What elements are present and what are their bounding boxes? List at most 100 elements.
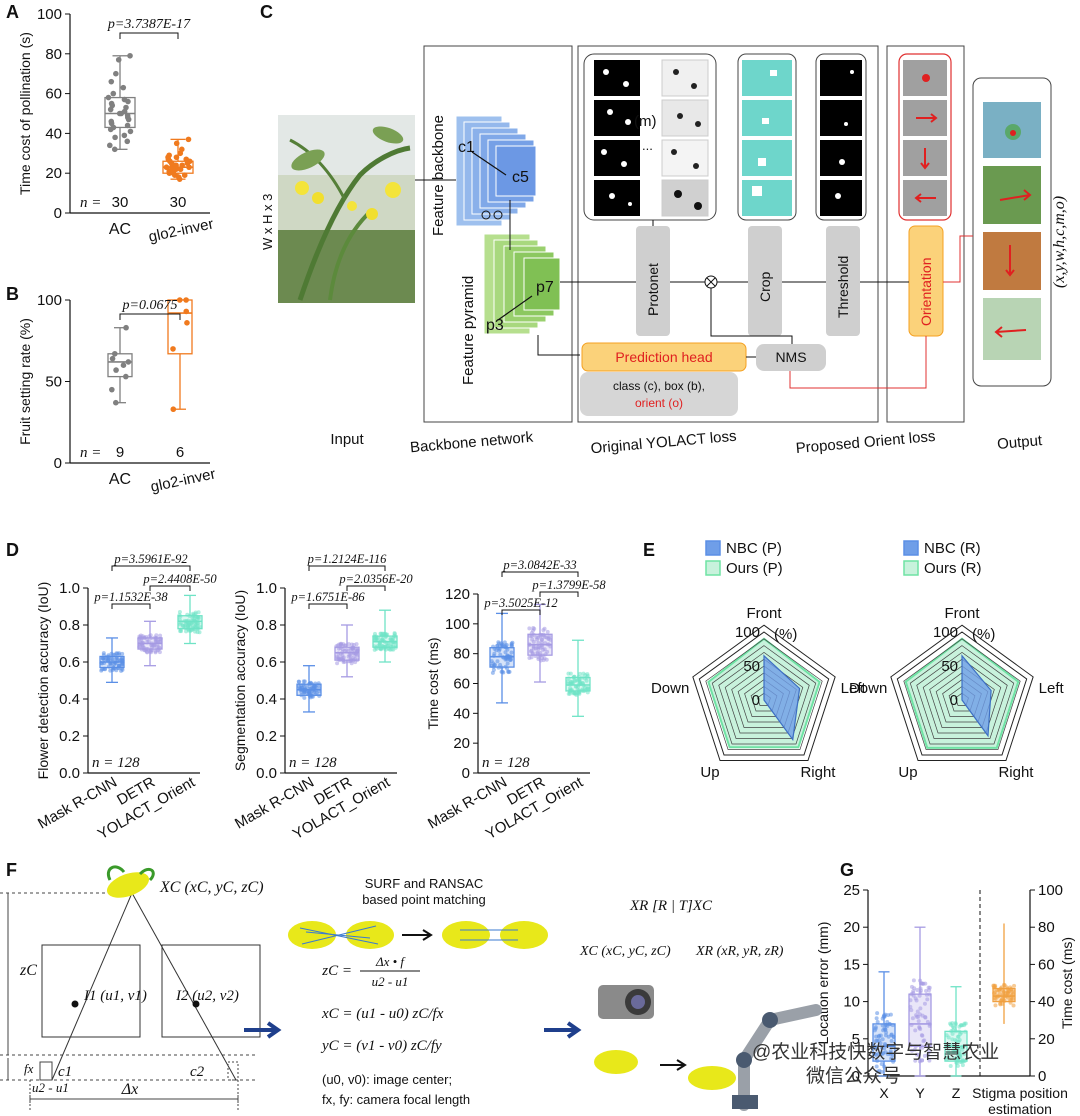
- x-category-label: AC: [109, 471, 131, 488]
- data-point: [123, 104, 129, 111]
- focal-length-note: fx, fy: camera focal length: [322, 1092, 470, 1107]
- p-value-label: p=3.5025E-12: [483, 596, 557, 610]
- data-point: [960, 1047, 965, 1052]
- protonet-block: [636, 226, 670, 336]
- data-point: [997, 991, 1002, 996]
- data-point: [109, 386, 115, 393]
- y-tick-label: 100: [445, 616, 470, 633]
- y-tick-label: 0.2: [256, 728, 277, 745]
- data-point: [179, 146, 185, 153]
- data-point: [876, 1034, 881, 1039]
- data-point: [924, 992, 929, 997]
- data-point: [927, 1058, 932, 1063]
- data-point: [120, 667, 125, 672]
- y-tick-label: 1.0: [256, 580, 277, 597]
- y2-axis-label: Time cost (ms): [1059, 937, 1075, 1029]
- data-point: [1008, 1000, 1013, 1005]
- data-point: [944, 1033, 949, 1038]
- n-prefix-label: n =: [80, 195, 101, 211]
- data-point: [527, 655, 532, 660]
- eq2-label: xC = (u1 - u0) zC/fx: [321, 1006, 444, 1022]
- data-point: [536, 641, 541, 646]
- legend-swatch: [903, 560, 919, 576]
- panel-label-b: B: [6, 284, 19, 304]
- c5-label: c5: [512, 169, 529, 186]
- data-point: [530, 637, 535, 642]
- data-point: [302, 695, 307, 700]
- data-point: [542, 626, 547, 631]
- data-point: [491, 661, 496, 666]
- y-axis-label: Fruit setting rate (%): [17, 318, 33, 445]
- data-point: [127, 52, 133, 59]
- data-point: [1011, 1003, 1016, 1008]
- radar-axis-label: Up: [700, 764, 719, 781]
- data-point: [185, 136, 192, 143]
- data-point: [566, 671, 571, 676]
- data-point: [106, 664, 111, 669]
- data-point: [105, 94, 112, 101]
- data-point: [302, 679, 307, 684]
- y-tick-label: 120: [445, 586, 470, 603]
- significance-bracket: [149, 585, 191, 591]
- data-point: [955, 1060, 960, 1065]
- x-category-label: Z: [952, 1085, 961, 1101]
- data-point: [505, 661, 510, 666]
- data-point: [302, 689, 307, 694]
- feature-backbone-block: [455, 115, 537, 227]
- data-point: [179, 162, 185, 169]
- data-point: [914, 998, 919, 1003]
- watermark-line-1: @农业科技快数字与智慧农业: [752, 1041, 999, 1063]
- significance-bracket: [501, 571, 579, 577]
- data-point: [184, 320, 190, 326]
- data-point: [501, 655, 506, 660]
- legend-label: NBC (R): [924, 540, 981, 557]
- data-point: [379, 633, 384, 638]
- x-category-label: glo2-inver: [149, 465, 217, 495]
- data-point: [114, 655, 119, 660]
- data-point: [959, 1030, 964, 1035]
- data-point: [993, 983, 998, 988]
- data-point: [499, 665, 504, 670]
- data-point: [195, 615, 200, 620]
- radar-axis-label: Front: [944, 605, 980, 622]
- data-point: [909, 1008, 914, 1013]
- p-value-label: p=3.5961E-92: [113, 552, 187, 566]
- y-tick-label: 25: [843, 882, 860, 899]
- data-point: [890, 1023, 895, 1028]
- legend-label: Ours (R): [924, 560, 982, 577]
- data-point: [491, 667, 496, 672]
- delta-x-label: Δx: [121, 1081, 139, 1098]
- xc-main-label: XC (xC, yC, zC): [159, 879, 264, 896]
- flower-icon-top: [106, 865, 155, 898]
- data-point: [888, 1012, 893, 1017]
- backbone-section-frame: [423, 45, 573, 423]
- n-label: n = 128: [92, 755, 140, 771]
- data-point: [112, 666, 117, 671]
- radar-unit-label: (%): [774, 626, 797, 643]
- data-point: [882, 1046, 887, 1051]
- data-point: [872, 1028, 877, 1033]
- data-point: [527, 626, 532, 631]
- data-point: [908, 1043, 913, 1048]
- zc-label: zC: [19, 962, 37, 979]
- data-point: [566, 676, 571, 681]
- data-point: [913, 1058, 918, 1063]
- data-point: [170, 406, 177, 413]
- p-value-label: p=2.0356E-20: [338, 572, 413, 586]
- data-point: [183, 308, 190, 315]
- data-point: [534, 635, 539, 640]
- p3-label: p3: [486, 317, 504, 334]
- radar-grid-ring: [711, 645, 817, 745]
- data-point: [540, 655, 545, 660]
- data-point: [949, 1022, 954, 1027]
- data-point: [348, 651, 353, 656]
- y-tick-label: 0.8: [256, 617, 277, 634]
- radar-grid-ring: [718, 651, 810, 739]
- nms-label: NMS: [775, 349, 806, 365]
- significance-bracket: [308, 565, 386, 571]
- radar-axis-label: Down: [849, 680, 887, 697]
- data-point: [908, 998, 913, 1003]
